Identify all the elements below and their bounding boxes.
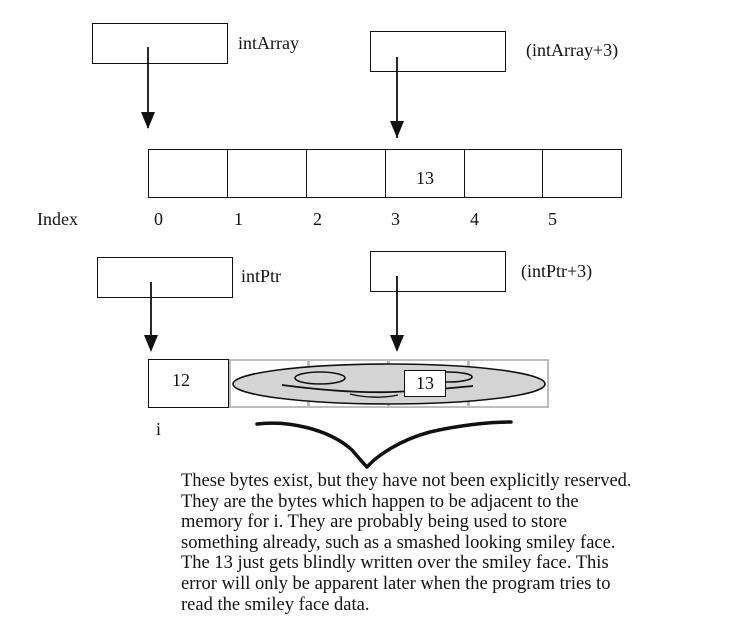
index-4: 4 <box>470 209 479 229</box>
intptr-label: intPtr <box>241 266 282 286</box>
array-cell-4 <box>464 149 543 198</box>
arrow-intarray-plus3-head <box>390 121 404 138</box>
intarray-pointer-box <box>92 23 228 64</box>
variable-i-label: i <box>156 419 162 439</box>
explanation-text: These bytes exist, but they have not bee… <box>181 471 632 615</box>
array-cell-1 <box>227 149 307 198</box>
index-1: 1 <box>234 209 243 229</box>
arrow-intptr-plus3-head <box>390 335 404 352</box>
intarray-plus3-pointer-box <box>370 31 506 72</box>
intptr-plus3-label: (intPtr+3) <box>521 261 593 281</box>
intptr-plus3-pointer-box <box>370 251 506 292</box>
index-3: 3 <box>391 209 400 229</box>
array-cell-3: 13 <box>385 149 465 198</box>
variable-i-cell: 12 <box>148 359 229 408</box>
smiley-face-ellipse <box>232 363 546 405</box>
intarray-plus3-label: (intArray+3) <box>526 40 619 60</box>
index-title: Index <box>37 209 78 229</box>
index-0: 0 <box>154 209 163 229</box>
index-2: 2 <box>313 209 322 229</box>
smiley-mouth <box>281 384 474 394</box>
intarray-label: intArray <box>238 33 299 53</box>
smiley-scribble <box>349 393 399 398</box>
arrow-intarray-head <box>141 112 155 129</box>
array-cell-0 <box>148 149 228 198</box>
arrow-intptr-head <box>144 335 158 352</box>
array-cell-5 <box>542 149 622 198</box>
intptr-pointer-box <box>97 257 233 298</box>
hand-drawn-brace <box>255 420 513 469</box>
index-5: 5 <box>548 209 557 229</box>
array-cell-2 <box>306 149 386 198</box>
overwrite-value-13: 13 <box>404 370 446 397</box>
smiley-left-eye <box>294 371 346 385</box>
